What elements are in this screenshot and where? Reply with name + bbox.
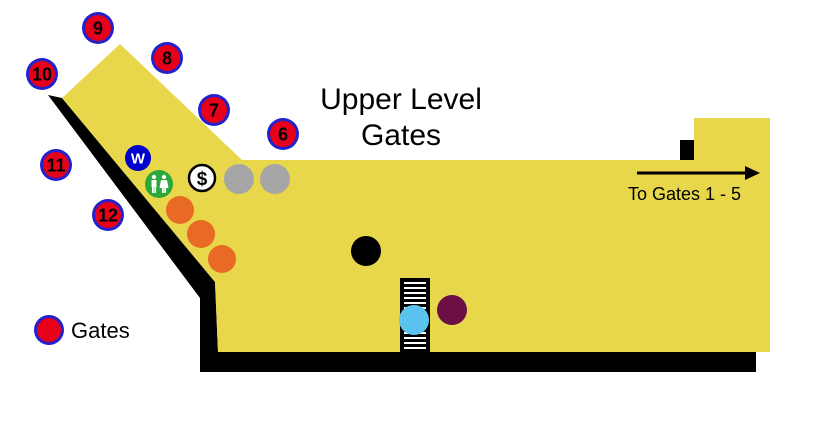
gate-number-11: 11: [46, 156, 65, 176]
gate-number-6: 6: [278, 125, 288, 145]
wall-block: [680, 140, 694, 160]
wheelchair-letter: W: [131, 151, 146, 168]
atm-icon: $: [187, 163, 217, 193]
legend-gate-icon: [34, 315, 64, 345]
gate-marker-8: 8: [151, 42, 183, 74]
purple-poi: [437, 295, 467, 325]
grey-poi-1: [224, 164, 254, 194]
map-title-line1: Upper Level: [320, 83, 482, 116]
gate-number-9: 9: [93, 19, 103, 39]
map-title-line2: Gates: [360, 119, 442, 152]
orange-poi-1: [166, 196, 194, 224]
orange-poi-3: [208, 245, 236, 273]
blue-poi: [399, 305, 429, 335]
gate-marker-9: 9: [82, 12, 114, 44]
direction-arrow: [637, 166, 760, 180]
gate-marker-7: 7: [198, 94, 230, 126]
atm-symbol: $: [197, 169, 208, 190]
grey-poi-2: [260, 164, 290, 194]
gate-number-10: 10: [32, 65, 52, 85]
gate-marker-6: 6: [267, 118, 299, 150]
gate-number-8: 8: [162, 49, 172, 69]
legend-label: Gates: [71, 318, 130, 343]
restroom-icon: [145, 170, 173, 198]
gate-marker-10: 10: [26, 58, 58, 90]
gate-number-12: 12: [98, 206, 118, 226]
gate-number-7: 7: [209, 101, 219, 121]
wheelchair-icon: W: [125, 145, 151, 171]
concourse-floor: [62, 44, 770, 352]
map-title: Upper Level Gates: [296, 82, 506, 154]
black-poi: [351, 236, 381, 266]
direction-label: To Gates 1 - 5: [628, 184, 742, 204]
gate-marker-12: 12: [92, 199, 124, 231]
orange-poi-2: [187, 220, 215, 248]
gate-marker-11: 11: [40, 149, 72, 181]
